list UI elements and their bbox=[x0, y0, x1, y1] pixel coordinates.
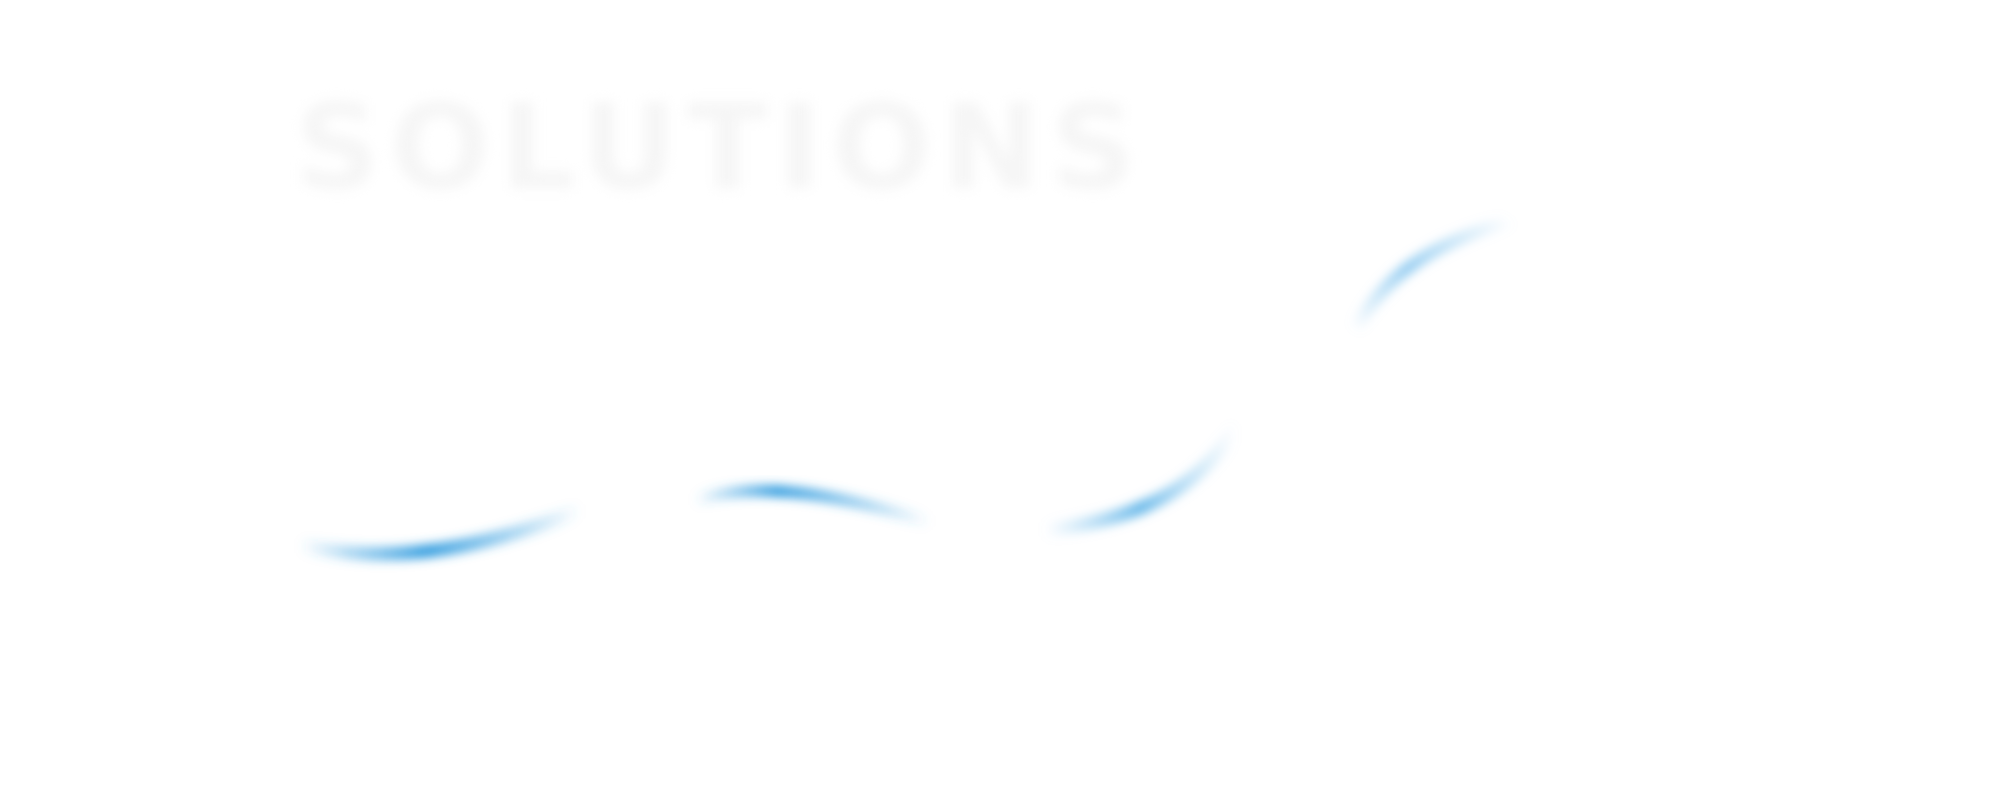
swoosh-segment-3 bbox=[1038, 423, 1242, 537]
swoosh-segment-4 bbox=[1348, 213, 1517, 337]
logo-wordmark: SOLUTIONS bbox=[295, 78, 1146, 216]
swoosh-segment-2 bbox=[689, 484, 936, 528]
swoosh-segment-1 bbox=[293, 503, 587, 561]
